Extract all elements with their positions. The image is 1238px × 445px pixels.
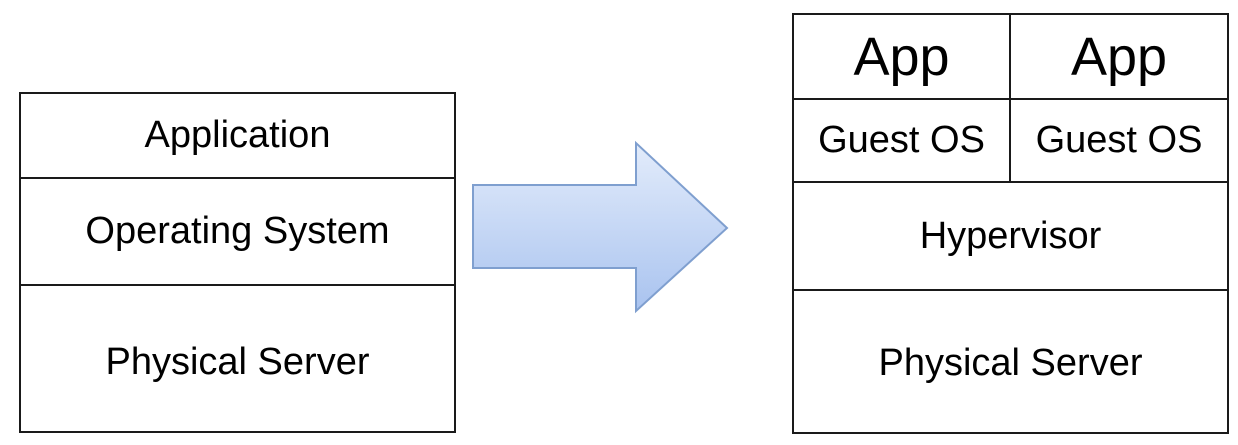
arrow-shape xyxy=(472,140,729,314)
physical-server-layer: Physical Server xyxy=(794,291,1227,432)
vm2-app-cell: App xyxy=(1011,15,1227,100)
vm1-app-label: App xyxy=(853,26,950,87)
vm2-guest-os-cell: Guest OS xyxy=(1011,100,1227,183)
physical-server-label: Physical Server xyxy=(878,342,1143,384)
vm1-guest-os-cell: Guest OS xyxy=(794,100,1011,183)
vm1-app-cell: App xyxy=(794,15,1011,100)
operating-system-layer: Operating System xyxy=(21,179,454,286)
vm2-app-label: App xyxy=(1070,26,1168,87)
operating-system-label: Operating System xyxy=(85,210,390,252)
hypervisor-layer: Hypervisor xyxy=(794,183,1227,291)
traditional-architecture-stack: Application Operating System Physical Se… xyxy=(19,92,456,433)
application-layer: Application xyxy=(21,94,454,179)
physical-server-label: Physical Server xyxy=(105,341,370,383)
application-label: Application xyxy=(144,114,331,156)
vm2-guest-os-label: Guest OS xyxy=(1035,119,1203,161)
physical-server-layer: Physical Server xyxy=(21,286,454,431)
hypervisor-label: Hypervisor xyxy=(919,214,1102,257)
virtualized-architecture-stack: App App Guest OS Guest OS Hypervisor Phy… xyxy=(792,13,1229,434)
vm1-guest-os-label: Guest OS xyxy=(818,119,985,161)
right-arrow-icon xyxy=(472,140,729,314)
